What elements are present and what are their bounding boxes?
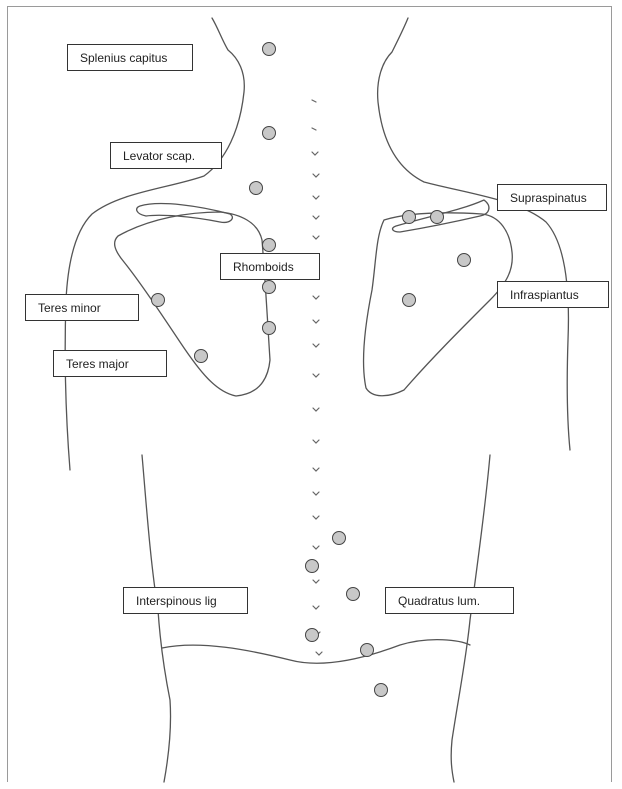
- label-teres-major: Teres major: [53, 350, 167, 377]
- trigger-point: [262, 280, 276, 294]
- trigger-point: [194, 349, 208, 363]
- label-levator-scap: Levator scap.: [110, 142, 222, 169]
- trigger-point: [360, 643, 374, 657]
- trigger-point: [346, 587, 360, 601]
- trigger-point: [457, 253, 471, 267]
- trigger-point: [305, 559, 319, 573]
- label-interspinous-lig: Interspinous lig: [123, 587, 248, 614]
- label-teres-minor: Teres minor: [25, 294, 139, 321]
- trigger-point: [430, 210, 444, 224]
- trigger-point: [151, 293, 165, 307]
- trigger-point: [332, 531, 346, 545]
- trigger-point: [249, 181, 263, 195]
- trigger-point: [262, 321, 276, 335]
- trigger-point: [262, 238, 276, 252]
- label-infraspiantus: Infraspiantus: [497, 281, 609, 308]
- label-splenius-capitus: Splenius capitus: [67, 44, 193, 71]
- label-supraspinatus: Supraspinatus: [497, 184, 607, 211]
- trigger-point: [402, 210, 416, 224]
- label-quadratus-lum: Quadratus lum.: [385, 587, 514, 614]
- trigger-point: [402, 293, 416, 307]
- trigger-point: [374, 683, 388, 697]
- trigger-point: [305, 628, 319, 642]
- label-rhomboids: Rhomboids: [220, 253, 320, 280]
- trigger-point: [262, 42, 276, 56]
- trigger-point: [262, 126, 276, 140]
